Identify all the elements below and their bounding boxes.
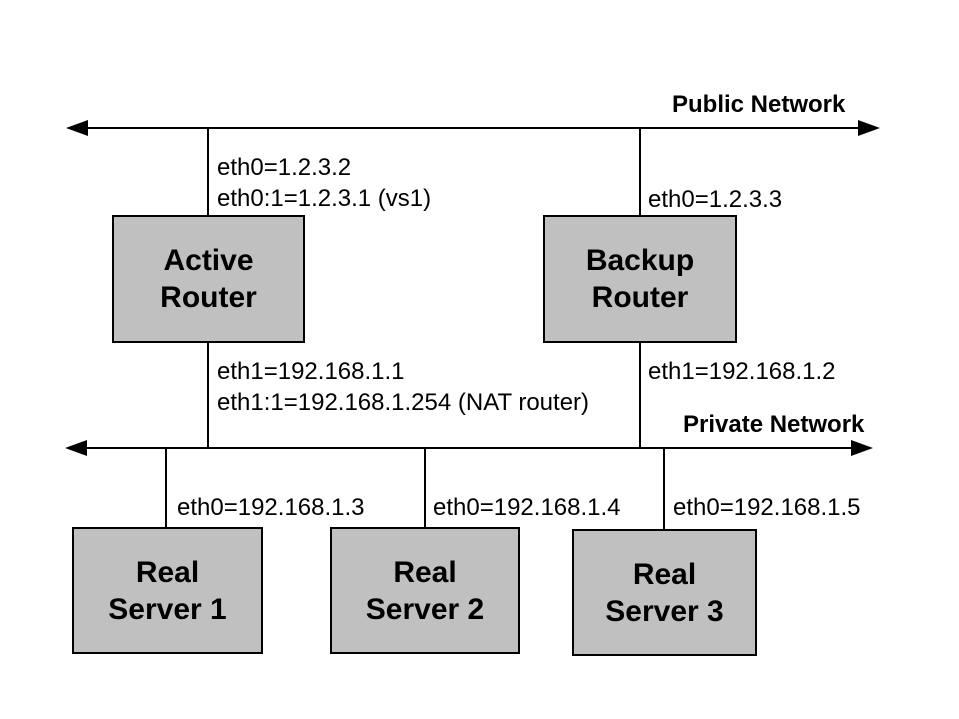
node-active-router: Active Router <box>112 215 305 343</box>
backup-router-public-interfaces: eth0=1.2.3.3 <box>648 186 783 213</box>
private-network-line <box>72 447 863 449</box>
private-network-label: Private Network <box>683 411 865 438</box>
public-network-line <box>72 127 870 129</box>
node-backup-router: Backup Router <box>543 215 737 343</box>
link-active-router-private <box>207 343 209 448</box>
public-network-left-arrow-icon <box>66 120 88 136</box>
active-router-label: Active Router <box>160 244 257 314</box>
node-real-server-1: Real Server 1 <box>72 527 263 654</box>
server2-interface: eth0=192.168.1.4 <box>433 494 621 521</box>
link-backup-router-public <box>639 128 641 215</box>
server3-interface: eth0=192.168.1.5 <box>673 494 861 521</box>
server1-interface: eth0=192.168.1.3 <box>177 494 365 521</box>
public-network-right-arrow-icon <box>858 120 880 136</box>
backup-router-label: Backup Router <box>585 244 695 314</box>
link-active-router-public <box>207 128 209 215</box>
link-server2-private <box>424 448 426 528</box>
link-server3-private <box>663 448 665 530</box>
private-network-left-arrow-icon <box>65 440 87 456</box>
link-backup-router-private <box>639 343 641 448</box>
private-network-right-arrow-icon <box>851 440 873 456</box>
link-server1-private <box>165 448 167 528</box>
node-real-server-3: Real Server 3 <box>572 529 757 656</box>
active-router-private-interfaces: eth1=192.168.1.1 eth1:1=192.168.1.254 (N… <box>217 358 590 416</box>
backup-router-private-interfaces: eth1=192.168.1.2 <box>648 358 836 385</box>
real-server-1-label: Real Server 1 <box>108 555 227 626</box>
active-router-public-interfaces: eth0=1.2.3.2 eth0:1=1.2.3.1 (vs1) <box>217 154 432 212</box>
real-server-3-label: Real Server 3 <box>605 557 724 628</box>
public-network-label: Public Network <box>672 91 846 118</box>
node-real-server-2: Real Server 2 <box>330 527 520 654</box>
real-server-2-label: Real Server 2 <box>365 555 485 626</box>
